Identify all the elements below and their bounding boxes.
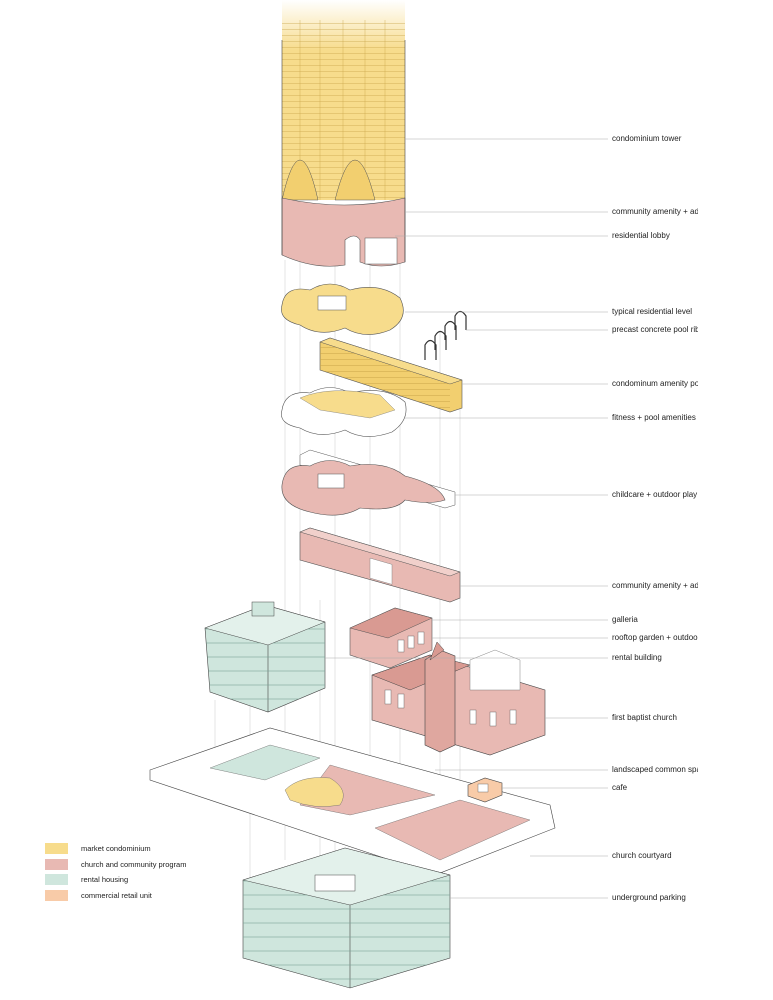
legend-item: commercial retail unit xyxy=(45,888,186,904)
label-community-amenity-upper: community amenity + admin s xyxy=(612,207,698,216)
church-courtyard xyxy=(374,799,531,861)
community-amenity-block xyxy=(299,527,461,603)
label-landscaped-common-space: landscaped common space xyxy=(612,765,698,774)
legend-label: rental housing xyxy=(81,875,129,885)
label-typical-residential-level: typical residential level xyxy=(612,307,693,316)
label-condominum-amenity-pool: condominum amenity pool xyxy=(612,379,698,388)
legend-item: church and community program xyxy=(45,857,186,873)
label-community-amenity-lower: community amenity + admin s xyxy=(612,581,698,590)
label-rental-building: rental building xyxy=(612,653,662,662)
label-fitness-pool-amenities: fitness + pool amenities xyxy=(612,413,696,422)
legend-swatch-church-community xyxy=(45,858,68,870)
underground-parking xyxy=(242,847,451,989)
legend-swatch-market-condominium xyxy=(45,843,68,855)
rental-building xyxy=(204,601,326,713)
label-cafe: cafe xyxy=(612,783,628,792)
label-first-baptist-church: first baptist church xyxy=(612,713,677,722)
yellow-plaza xyxy=(284,777,344,807)
leader-lines xyxy=(325,138,608,899)
galleria xyxy=(349,607,433,669)
label-residential-lobby: residential lobby xyxy=(612,231,670,240)
precast-pool-ribs xyxy=(424,310,467,360)
condominium-tower xyxy=(281,0,406,267)
label-rooftop-garden: rooftop garden + outdoor kitchen xyxy=(612,633,698,642)
label-childcare-play: childcare + outdoor play space xyxy=(612,490,698,499)
legend-label: church and community program xyxy=(81,859,187,869)
legend-swatch-rental-housing xyxy=(45,874,68,886)
site-plane xyxy=(149,727,556,876)
childcare-outdoor-play-level xyxy=(281,449,456,516)
label-underground-parking: underground parking xyxy=(612,893,686,902)
legend-label: market condominium xyxy=(81,844,151,854)
legend-label: commercial retail unit xyxy=(81,890,152,900)
condominium-amenity-pool xyxy=(319,337,463,413)
cafe xyxy=(467,777,503,803)
fitness-pool-amenities-level xyxy=(281,387,407,437)
first-baptist-church xyxy=(371,641,546,756)
label-church-courtyard: church courtyard xyxy=(612,851,672,860)
label-precast-pool-ribs: precast concrete pool ribs xyxy=(612,325,698,334)
legend-swatch-commercial-retail xyxy=(45,889,68,901)
legend: market condominium church and community … xyxy=(45,841,186,903)
rental-courtyard xyxy=(209,744,321,781)
legend-item: market condominium xyxy=(45,841,186,857)
label-condominium-tower: condominium tower xyxy=(612,134,682,143)
label-galleria: galleria xyxy=(612,615,638,624)
legend-item: rental housing xyxy=(45,872,186,888)
